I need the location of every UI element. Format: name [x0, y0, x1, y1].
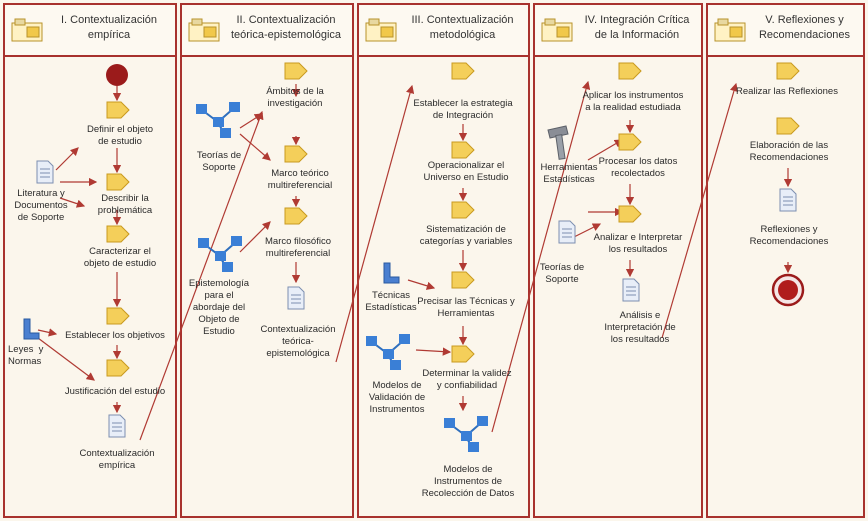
ruler-icon	[383, 262, 400, 284]
task-label: Justificación del estudio	[64, 386, 166, 397]
lane-icon	[541, 18, 573, 42]
task-icon	[451, 271, 475, 289]
task-icon	[776, 117, 800, 135]
task-icon	[618, 62, 642, 80]
task-label: Realizar las Reflexiones	[736, 86, 838, 97]
task-icon	[776, 62, 800, 80]
lane-header: IV. Integración Crítica de la Información	[535, 5, 701, 57]
document-icon	[36, 160, 54, 184]
task-icon	[618, 133, 642, 151]
ruler-icon	[23, 318, 40, 340]
task-icon	[451, 345, 475, 363]
lane-title: V. Reflexiones y	[765, 14, 844, 26]
document-icon	[108, 414, 126, 438]
hammer-icon	[547, 125, 569, 160]
task-icon	[106, 359, 130, 377]
lane-icon	[714, 18, 746, 42]
network-icon	[196, 102, 240, 138]
network-icon	[366, 334, 410, 370]
task-icon	[106, 307, 130, 325]
task-label: Establecer los objetivos	[65, 330, 165, 341]
lane-title: I. Contextualización	[61, 14, 157, 26]
lane-title: IV. Integración Crítica	[584, 14, 690, 26]
start-event	[106, 64, 128, 86]
lane-subtitle: de la Información	[594, 29, 680, 41]
lane-subtitle: metodológica	[429, 29, 496, 41]
task-icon	[618, 205, 642, 223]
lane-reflexiones: V. Reflexiones y Recomendaciones	[706, 3, 865, 518]
document-icon	[779, 188, 797, 212]
lane-icon	[11, 18, 43, 42]
lane-header: III. Contextualización metodológica	[359, 5, 528, 57]
lane-subtitle: Recomendaciones	[758, 29, 851, 41]
task-icon	[451, 62, 475, 80]
lane-header: I. Contextualización empírica	[5, 5, 175, 57]
end-event	[771, 273, 805, 307]
lane-header: II. Contextualización teórica-epistemológ…	[182, 5, 352, 57]
lane-subtitle: empírica	[87, 29, 131, 41]
document-icon	[558, 220, 576, 244]
task-icon	[284, 62, 308, 80]
lane-icon	[188, 18, 220, 42]
document-icon	[287, 286, 305, 310]
lane-title: III. Contextualización	[411, 14, 514, 26]
task-icon	[284, 145, 308, 163]
lane-title: II. Contextualización	[236, 14, 336, 26]
lane-icon	[365, 18, 397, 42]
network-icon	[198, 236, 242, 272]
network-icon	[444, 416, 488, 452]
lane-subtitle: teórica-epistemológica	[230, 29, 342, 41]
task-icon	[106, 101, 130, 119]
document-icon	[622, 278, 640, 302]
task-icon	[451, 141, 475, 159]
task-icon	[451, 201, 475, 219]
lane-header: V. Reflexiones y Recomendaciones	[708, 5, 863, 57]
task-icon	[284, 207, 308, 225]
lane-integracion-critica: IV. Integración Crítica de la Información	[533, 3, 703, 518]
task-icon	[106, 173, 130, 191]
task-icon	[106, 225, 130, 243]
